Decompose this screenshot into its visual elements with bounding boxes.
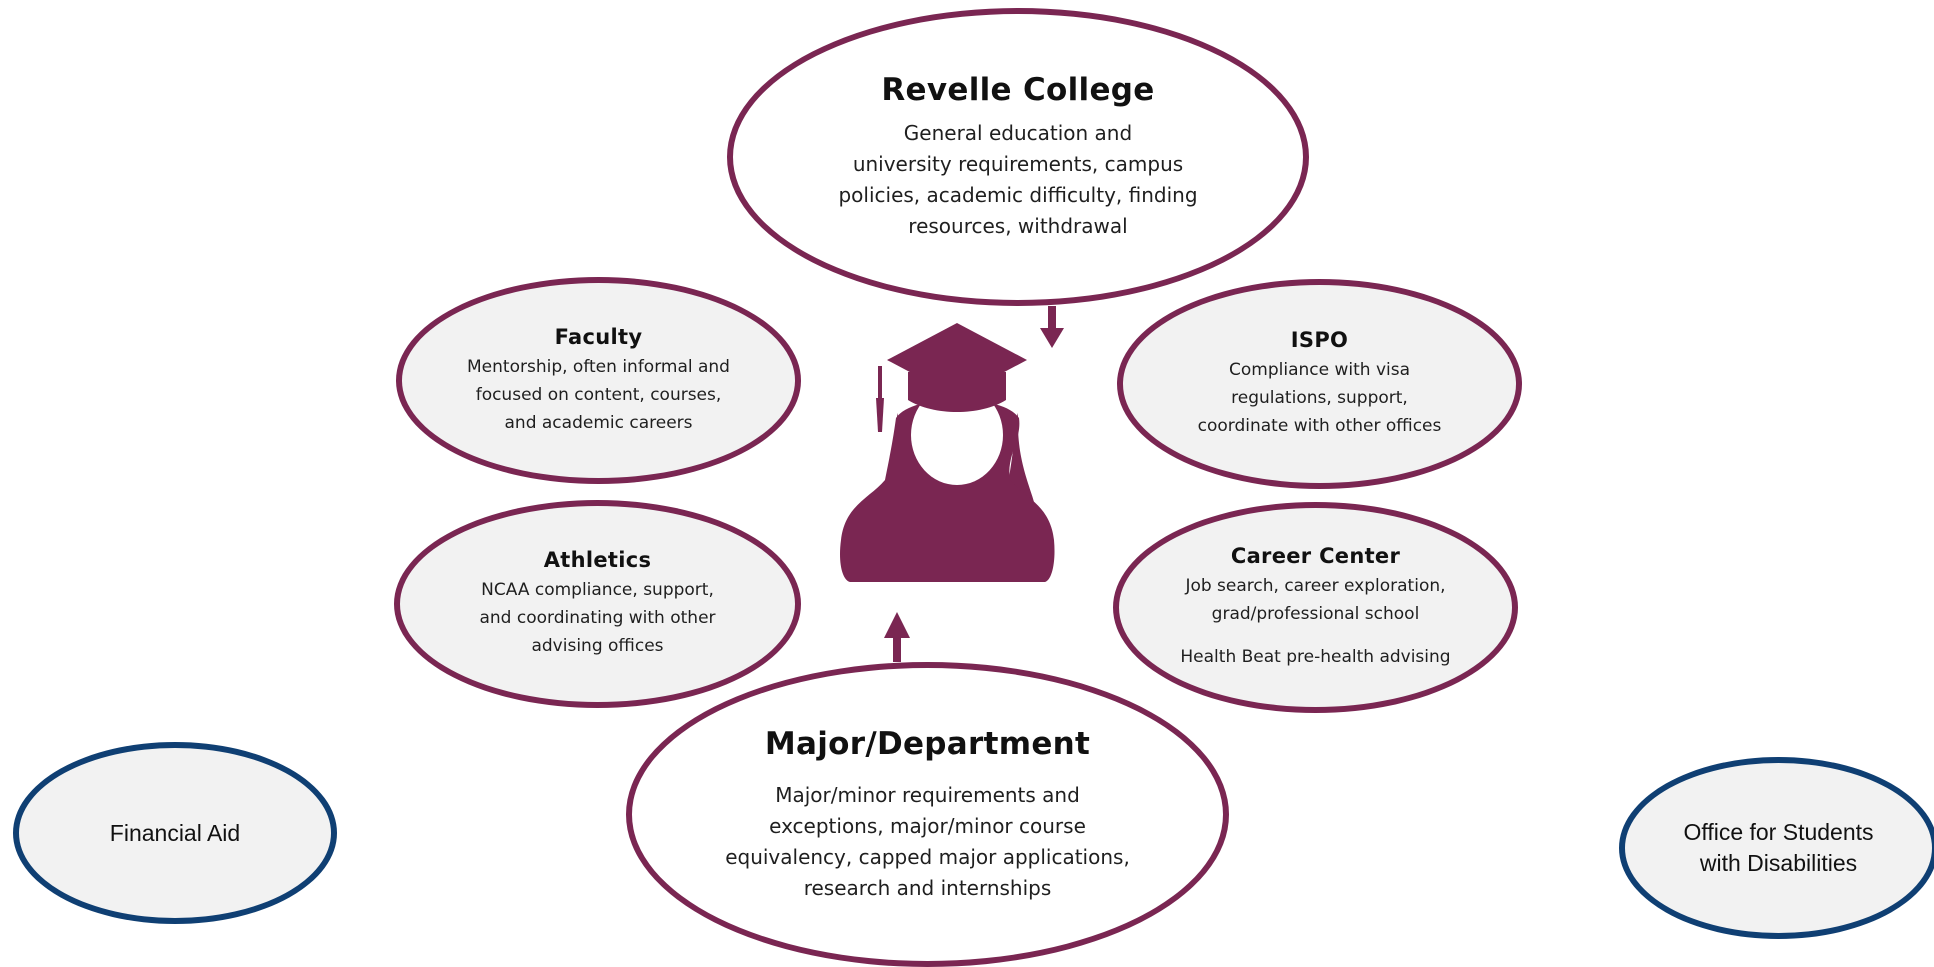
description-line: advising offices <box>531 636 664 656</box>
node-description: General education and university require… <box>838 118 1197 242</box>
node-revelle-college: Revelle College General education and un… <box>727 8 1309 306</box>
description-line: Compliance with visa <box>1229 360 1410 380</box>
description-line: regulations, support, <box>1231 388 1408 408</box>
node-label-line: Office for Students <box>1683 819 1874 845</box>
description-line: Mentorship, often informal and <box>467 356 730 377</box>
description-line: and academic careers <box>504 412 693 433</box>
node-label-line: with Disabilities <box>1699 850 1858 876</box>
node-office-for-students-with-disabilities: Office for Students with Disabilities <box>1619 757 1934 939</box>
description-line: focused on content, courses, <box>475 384 722 405</box>
node-title: Athletics <box>543 548 652 572</box>
node-description: Mentorship, often informal and focused o… <box>467 353 730 437</box>
up-arrow-icon <box>884 612 910 662</box>
description-line: resources, withdrawal <box>908 214 1128 238</box>
description-line: Major/minor requirements and <box>775 782 1080 807</box>
node-title: Revelle College <box>881 72 1155 108</box>
description-line: grad/professional school <box>1211 604 1420 624</box>
description-line: Health Beat pre-health advising <box>1180 647 1451 667</box>
node-ispo: ISPO Compliance with visa regulations, s… <box>1117 279 1522 489</box>
node-description: Job search, career exploration, grad/pro… <box>1180 572 1450 671</box>
spacer <box>1180 628 1450 643</box>
node-label: Financial Aid <box>109 819 241 846</box>
description-line: policies, academic difficulty, finding <box>838 183 1198 207</box>
node-title: ISPO <box>1290 328 1349 352</box>
down-arrow-icon <box>1040 306 1064 348</box>
description-line: exceptions, major/minor course <box>769 813 1086 838</box>
description-line: and coordinating with other <box>479 608 716 628</box>
node-title: Career Center <box>1230 544 1401 568</box>
description-line: General education and <box>903 121 1133 145</box>
node-faculty: Faculty Mentorship, often informal and f… <box>396 277 801 484</box>
description-line: Job search, career exploration, <box>1185 576 1446 596</box>
description-line: NCAA compliance, support, <box>481 580 714 600</box>
node-title: Faculty <box>554 324 643 349</box>
description-line: coordinate with other offices <box>1197 416 1442 436</box>
node-description: Compliance with visa regulations, suppor… <box>1198 356 1442 440</box>
description-line: equivalency, capped major applications, <box>725 844 1130 869</box>
node-financial-aid: Financial Aid <box>13 742 337 924</box>
node-athletics: Athletics NCAA compliance, support, and … <box>394 500 801 708</box>
graduate-student-icon <box>840 323 1055 582</box>
node-description: NCAA compliance, support, and coordinati… <box>479 576 715 660</box>
node-title: Major/Department <box>764 725 1091 762</box>
node-major-department: Major/Department Major/minor requirement… <box>626 662 1229 967</box>
description-line: research and internships <box>803 875 1052 900</box>
node-description: Major/minor requirements and exceptions,… <box>725 780 1130 904</box>
node-career-center: Career Center Job search, career explora… <box>1113 502 1518 713</box>
description-line: university requirements, campus <box>852 152 1184 176</box>
